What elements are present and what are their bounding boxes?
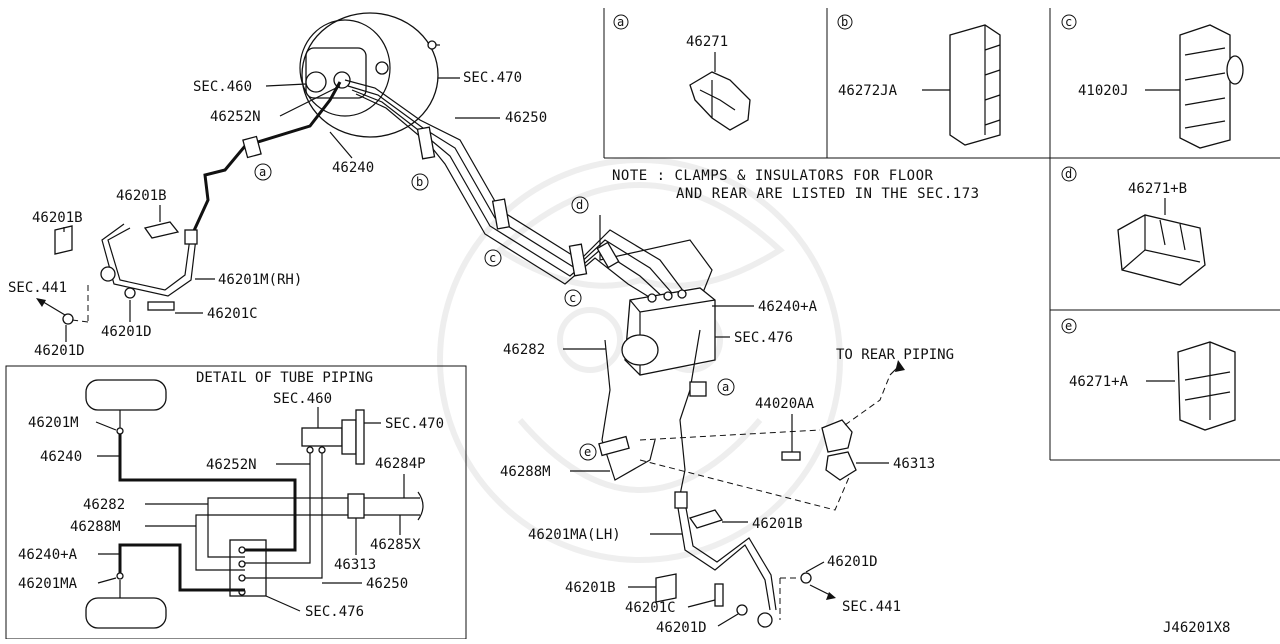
abs-actuator-icon <box>601 287 716 496</box>
detail-label-46201m: 46201M <box>28 415 79 431</box>
detail-label-sec470: SEC.470 <box>385 416 444 432</box>
inset-e-part: 46271+A <box>1069 374 1129 390</box>
label-46201c-left: 46201C <box>207 306 258 322</box>
label-46288m: 46288M <box>500 464 551 480</box>
inset-d-part: 46271+B <box>1128 181 1187 197</box>
label-46201b-b: 46201B <box>32 210 83 226</box>
inset-b-part: 46272JA <box>838 83 898 99</box>
detail-label-46282: 46282 <box>83 497 125 513</box>
inset-a-part: 46271 <box>686 34 728 50</box>
diagram-code: J46201X8 <box>1163 620 1230 636</box>
clamp-41020j-icon <box>1179 24 1244 149</box>
note-line-1: NOTE : CLAMPS & INSULATORS FOR FLOOR <box>612 168 934 184</box>
label-46240: 46240 <box>332 160 374 176</box>
inset-d: d 46271+B <box>1061 166 1206 286</box>
callout-c-2: c <box>569 291 576 305</box>
main-labels: SEC.460 SEC.470 46252N 46250 46240 46201… <box>8 70 1230 636</box>
label-46250: 46250 <box>505 110 547 126</box>
detail-label-sec460: SEC.460 <box>273 391 332 407</box>
inset-c-part: 41020J <box>1078 83 1129 99</box>
detail-label-sec476: SEC.476 <box>305 604 364 620</box>
label-46201ma-lh: 46201MA(LH) <box>528 527 621 543</box>
inset-d-letter: d <box>1065 167 1072 181</box>
inset-panels <box>603 8 1280 461</box>
clamp-46272ja-icon <box>949 24 1001 146</box>
callout-letters: a b c c d a e <box>254 163 735 461</box>
label-46252n: 46252N <box>210 109 261 125</box>
detail-label-46250: 46250 <box>366 576 408 592</box>
detail-label-46313: 46313 <box>334 557 376 573</box>
brake-tube-lines <box>190 79 713 301</box>
label-46201m-rh: 46201M(RH) <box>218 272 302 288</box>
label-46201b-right-a: 46201B <box>752 516 803 532</box>
label-to-rear-piping: TO REAR PIPING <box>836 347 954 363</box>
clamp-46271b-icon <box>1117 214 1206 286</box>
inset-e: e 46271+A <box>1061 318 1236 431</box>
label-sec441-right: SEC.441 <box>842 599 901 615</box>
label-sec476: SEC.476 <box>734 330 793 346</box>
label-46201d-left-a: 46201D <box>101 324 152 340</box>
detail-title: DETAIL OF TUBE PIPING <box>196 370 373 386</box>
callout-b-1: b <box>416 175 423 189</box>
inset-c: c 41020J <box>1061 14 1244 149</box>
label-46201d-left-b: 46201D <box>34 343 85 359</box>
label-46201c-right: 46201C <box>625 600 676 616</box>
callout-c-1: c <box>489 251 496 265</box>
clip-markers <box>242 126 707 457</box>
left-hose-assembly <box>54 221 198 325</box>
label-46201b-a: 46201B <box>116 188 167 204</box>
note-line-2: AND REAR ARE LISTED IN THE SEC.173 <box>676 186 980 202</box>
label-44020aa: 44020AA <box>755 396 815 412</box>
detail-label-46240a: 46240+A <box>18 547 78 563</box>
inset-b: b 46272JA <box>837 14 1001 146</box>
label-sec460: SEC.460 <box>193 79 252 95</box>
label-46313: 46313 <box>893 456 935 472</box>
inset-a: a 46271 <box>613 14 751 131</box>
callout-e-1: e <box>584 445 591 459</box>
detail-tube-piping: DETAIL OF TUBE PIPING 462 <box>5 365 467 640</box>
detail-label-46240: 46240 <box>40 449 82 465</box>
junction-block-46313 <box>639 360 905 511</box>
right-hose-assembly <box>655 491 812 628</box>
inset-b-letter: b <box>841 15 848 29</box>
label-46201d-right-b: 46201D <box>656 620 707 636</box>
inset-e-letter: e <box>1065 319 1072 333</box>
clamp-46271-icon <box>689 71 751 131</box>
detail-label-46252n: 46252N <box>206 457 257 473</box>
callout-a-1: a <box>259 165 266 179</box>
callout-a-2: a <box>722 380 729 394</box>
detail-label-46285x: 46285X <box>370 537 421 553</box>
detail-label-46288m: 46288M <box>70 519 121 535</box>
sec441-arrows <box>36 298 836 600</box>
brake-booster-icon <box>299 12 440 138</box>
callout-d-1: d <box>576 198 583 212</box>
label-46201b-right-b: 46201B <box>565 580 616 596</box>
clamp-46271a-icon <box>1177 341 1236 431</box>
label-46240a: 46240+A <box>758 299 818 315</box>
label-46282: 46282 <box>503 342 545 358</box>
inset-a-letter: a <box>617 15 624 29</box>
detail-label-46201ma: 46201MA <box>18 576 78 592</box>
inset-c-letter: c <box>1065 15 1072 29</box>
label-sec470: SEC.470 <box>463 70 522 86</box>
detail-label-46284p: 46284P <box>375 456 426 472</box>
label-46201d-right-a: 46201D <box>827 554 878 570</box>
label-sec441-left: SEC.441 <box>8 280 67 296</box>
